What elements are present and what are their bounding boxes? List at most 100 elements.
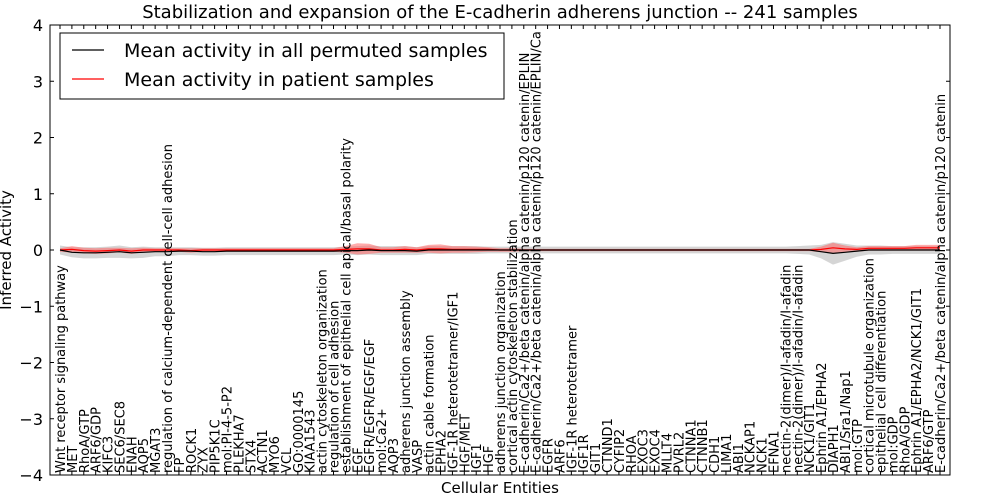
x-tick-label: FP — [173, 458, 188, 473]
x-tick-label: NCK1/GIT1 — [803, 403, 818, 473]
chart-title: Stabilization and expansion of the E-cad… — [142, 2, 858, 23]
x-tick-label: HGF/MET — [458, 414, 473, 473]
x-tick-label: mol:PI-4-5-P2 — [220, 386, 235, 473]
x-tick-label: Ephrin A1/EPHA2 — [815, 362, 830, 473]
x-tick-label: regulation of cell adhesion — [328, 301, 343, 473]
y-tick-label: 1 — [33, 185, 43, 204]
x-tick-label: adherens junction organization — [494, 271, 509, 473]
x-tick-label: E-cadherin/Ca2+/beta catenin/alpha caten… — [530, 31, 545, 473]
x-tick-label: MET — [66, 446, 81, 473]
x-tick-label: EGFR/EGFR/EGF/EGF — [363, 339, 378, 473]
x-tick-label: adherens junction assembly — [399, 290, 414, 473]
x-tick-label: PLEKHA7 — [232, 414, 247, 473]
y-axis-label: Inferred Activity — [0, 190, 15, 310]
x-tick-label: KIAA1543 — [304, 409, 319, 473]
y-ticks: −4 −3 −2 −1 0 1 2 3 4 — [19, 16, 950, 485]
x-tick-label: AQP5 — [137, 438, 152, 473]
x-tick-label: SEC6/SEC8 — [113, 401, 128, 473]
y-tick-label: −4 — [19, 466, 43, 485]
x-tick-label: VASP — [411, 440, 426, 473]
y-tick-label: 4 — [33, 16, 43, 35]
x-tick-label: mol:GTP — [851, 419, 866, 473]
x-tick-label: regulation of calcium-dependent cell-cel… — [161, 144, 176, 473]
permuted-band — [60, 242, 940, 265]
x-tick-label: EFNA1 — [768, 430, 783, 473]
x-tick-label: PVRL2 — [672, 432, 687, 473]
x-tick-label: VCL — [280, 447, 295, 473]
x-tick-label: ACTN1 — [256, 429, 271, 473]
y-tick-label: −3 — [19, 410, 43, 429]
x-tick-label: RHOA — [625, 435, 640, 473]
x-tick-label: GO:0000145 — [292, 391, 307, 473]
permuted-mean-line — [59, 249, 940, 255]
x-tick-label: E-cadherin/Ca2+/beta catenin/alpha caten… — [518, 53, 533, 473]
x-tick-label: AQP3 — [387, 438, 402, 473]
x-tick-label: CTNNA1 — [684, 419, 699, 473]
legend-label-patient: Mean activity in patient samples — [124, 69, 434, 91]
x-tick-label: cortical microtubule organization — [863, 258, 878, 473]
plot-frame — [49, 24, 951, 476]
x-axis-label: Cellular Entities — [441, 479, 559, 497]
x-tick-label: CDH1 — [708, 436, 723, 473]
x-tick-label: DIAPH1 — [827, 424, 842, 473]
x-tick-label: CTNNB1 — [696, 419, 711, 473]
x-tick-label: LIMA1 — [720, 434, 735, 473]
x-tick-label: actin cable formation — [423, 335, 438, 473]
y-tick-label: 0 — [33, 241, 43, 260]
x-tick-label: epithelial cell differentiation — [875, 291, 890, 473]
x-tick-label: ENAH — [125, 436, 140, 473]
x-tick-label: HGF — [482, 446, 497, 473]
x-tick-label: nectin-2(dimer)/I-afadin/I-afadin — [791, 265, 806, 473]
x-tick-label: PIP5K1C — [209, 419, 224, 473]
x-tick-label: STX4 — [244, 440, 259, 473]
x-tick-label: GIT1 — [589, 443, 604, 473]
x-tick-label: mol:GDP — [886, 416, 901, 473]
x-tick-label: EXOC3 — [637, 429, 652, 473]
x-tick-label: Ephrin A1/EPHA2/NCK1/GIT1 — [910, 288, 925, 473]
x-tick-label: IGF1 — [470, 443, 485, 473]
x-tick-label: RhoA/GTP — [78, 409, 93, 473]
series-lines — [59, 247, 940, 255]
x-tick-label: KIFC3 — [102, 436, 117, 473]
x-tick-label: RhoA/GDP — [898, 406, 913, 473]
legend-label-permuted: Mean activity in all permuted samples — [124, 40, 487, 62]
x-tick-label: MGAT3 — [149, 428, 164, 473]
x-tick-label: IGF1R — [577, 434, 592, 473]
x-tick-label: ARF6 — [553, 439, 568, 473]
x-tick-label: MYO6 — [268, 436, 283, 473]
x-tick-label: ARF6/GDP — [90, 407, 105, 473]
x-tick-label: Wnt receptor signaling pathway — [54, 265, 69, 473]
x-tick-label: ROCK1 — [185, 428, 200, 473]
x-tick-label: EGF — [351, 447, 366, 473]
legend: Mean activity in all permuted samples Me… — [59, 32, 505, 100]
x-tick-label: ARF6/GTP — [922, 409, 937, 473]
x-tick-label: CTNND1 — [601, 418, 616, 473]
x-tick-label: NCK1 — [756, 437, 771, 473]
y-tick-label: 3 — [33, 72, 43, 91]
x-tick-label: IGF-1R heterotetramer/IGF1 — [446, 292, 461, 473]
x-tick-label: establishment of epithelial cell apical/… — [339, 138, 354, 473]
x-tick-label: mol:Ca2+ — [375, 408, 390, 473]
y-tick-label: 2 — [33, 129, 43, 148]
x-tick-label: MLLT4 — [660, 433, 675, 473]
x-tick-label: EGFR — [542, 438, 557, 473]
y-tick-label: −1 — [19, 297, 43, 316]
x-tick-label: actin cytoskeleton organization — [316, 269, 331, 473]
x-tick-label: nectin-2(dimer)/I-afadin/I-afadin — [779, 265, 794, 473]
x-tick-label: ABI1 — [732, 443, 747, 473]
x-tick-label: ZYX — [197, 447, 212, 473]
x-tick-label: E-cadherin/Ca2+/beta catenin/alpha caten… — [934, 94, 949, 473]
x-tick-label: cortical actin cytoskeleton stabilizatio… — [506, 219, 521, 473]
x-tick-labels: Wnt receptor signaling pathwayMETRhoA/GT… — [54, 25, 949, 475]
x-tick-label: NCKAP1 — [744, 421, 759, 473]
x-tick-label: ABI1/Sra1/Nap1 — [839, 370, 854, 473]
x-tick-label: CYFIP2 — [613, 429, 628, 473]
x-tick-label: IGF-1R heterotetramer — [565, 325, 580, 473]
x-tick-label: EPHA2 — [435, 430, 450, 473]
x-tick-label: EXOC4 — [649, 429, 664, 473]
legend-box — [59, 32, 505, 100]
y-tick-label: −2 — [19, 354, 43, 373]
confidence-bands — [60, 242, 940, 265]
